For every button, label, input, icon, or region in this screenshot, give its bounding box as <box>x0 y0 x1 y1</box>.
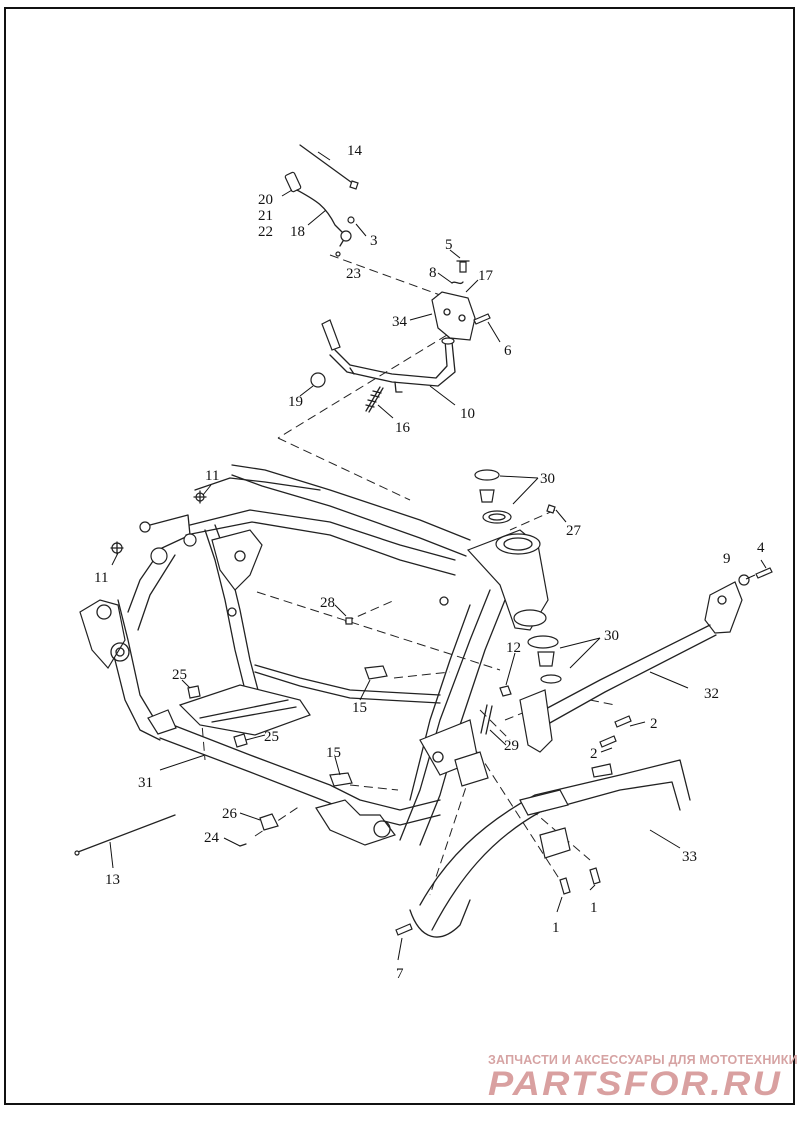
callout-14: 14 <box>347 143 363 159</box>
part-31-frame <box>79 464 549 846</box>
page-frame <box>4 7 795 1105</box>
callout-11: 11 <box>94 570 108 586</box>
callout-2: 2 <box>650 716 658 732</box>
part-18-sensor-lead <box>284 171 355 257</box>
callout-9: 9 <box>723 551 731 567</box>
callout-2: 2 <box>590 746 598 762</box>
part-15-clip-b <box>329 772 353 787</box>
callout-21: 21 <box>258 208 273 224</box>
callout-13: 13 <box>105 872 120 888</box>
callout-29: 29 <box>504 738 519 754</box>
callout-7: 7 <box>396 966 404 982</box>
part-32-side-bracket <box>519 567 773 753</box>
part-30-steering-bearings-upper <box>474 469 556 524</box>
part-12-clip <box>499 685 512 697</box>
callout-32: 32 <box>704 686 719 702</box>
watermark-logo: PARTSFOR.RU <box>488 1068 782 1100</box>
part-26-clip <box>259 813 279 831</box>
callout-16: 16 <box>395 420 411 436</box>
part-25-clip-a <box>187 685 201 699</box>
callout-5: 5 <box>445 237 453 253</box>
callout-30: 30 <box>604 628 619 644</box>
part-28-screw <box>345 617 353 625</box>
callout-17: 17 <box>478 268 494 284</box>
callout-30: 30 <box>540 471 555 487</box>
callout-labels: 1122345678910111112131415151617181920212… <box>94 143 765 982</box>
callout-18: 18 <box>290 224 305 240</box>
callout-1: 1 <box>590 900 598 916</box>
part-13-cable-tie <box>74 814 176 856</box>
callout-31: 31 <box>138 775 153 791</box>
callout-15: 15 <box>352 700 367 716</box>
callout-15: 15 <box>326 745 341 761</box>
callout-20: 20 <box>258 192 273 208</box>
svg-text:PARTSFOR.RU: PARTSFOR.RU <box>488 1068 782 1100</box>
part-10-jiffy-stand-leg <box>310 319 456 413</box>
callout-6: 6 <box>504 343 512 359</box>
part-30-steering-bearings-lower <box>527 635 562 684</box>
callout-19: 19 <box>288 394 303 410</box>
callout-27: 27 <box>566 523 582 539</box>
callout-12: 12 <box>506 640 521 656</box>
callout-11: 11 <box>205 468 219 484</box>
callout-8: 8 <box>429 265 437 281</box>
callout-1: 1 <box>552 920 560 936</box>
callout-22: 22 <box>258 224 273 240</box>
callout-26: 26 <box>222 806 238 822</box>
part-29-tie <box>480 704 493 735</box>
part-34-mount-bracket <box>431 260 491 341</box>
leader-lines <box>109 151 767 961</box>
callout-24: 24 <box>204 830 220 846</box>
callout-33: 33 <box>682 849 697 865</box>
callout-3: 3 <box>370 233 378 249</box>
part-33-engine-guard <box>395 759 691 938</box>
part-25-clip-b <box>233 733 248 748</box>
part-15-clip-a <box>364 665 388 680</box>
callout-34: 34 <box>392 314 408 330</box>
callout-23: 23 <box>346 266 361 282</box>
callout-10: 10 <box>460 406 475 422</box>
callout-25: 25 <box>264 729 279 745</box>
callout-4: 4 <box>757 540 765 556</box>
watermark-caption: ЗАПЧАСТИ И АКСЕССУАРЫ ДЛЯ МОТОТЕХНИКИ <box>488 1053 798 1067</box>
callout-25: 25 <box>172 667 187 683</box>
callout-28: 28 <box>320 595 335 611</box>
part-14-cable-tie <box>299 144 359 190</box>
small-parts-frame <box>187 617 512 847</box>
